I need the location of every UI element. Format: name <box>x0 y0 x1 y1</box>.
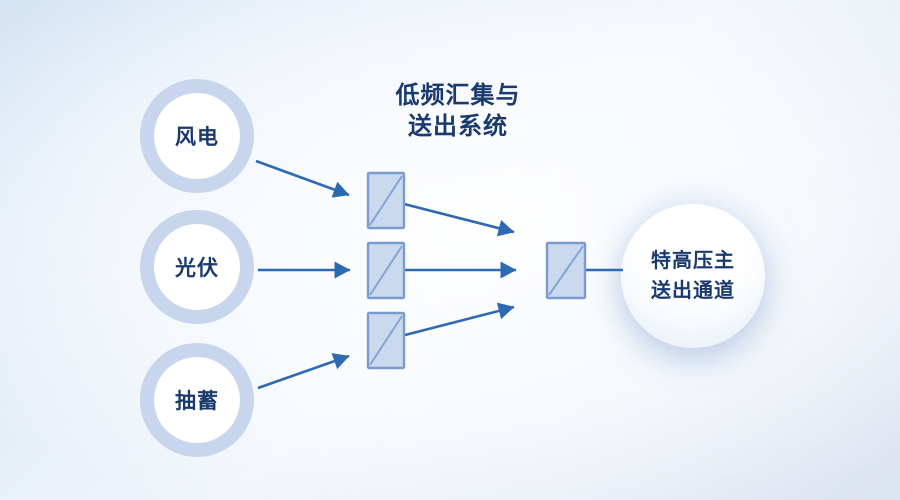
source-node-pumped-storage: 抽蓄 <box>140 343 254 457</box>
diagram-title: 低频汇集与 送出系统 <box>395 82 521 140</box>
hub-node-label: 特高压主 送出通道 <box>651 250 735 302</box>
arrow-converter-3-to-collector <box>404 302 515 337</box>
hub-node-uhv-channel: 特高压主 送出通道 <box>621 204 765 348</box>
arrow-pumped-to-converter-3 <box>257 353 350 390</box>
converter-box-icon-1 <box>366 171 406 230</box>
arrow-converter-1-to-collector <box>403 202 515 237</box>
source-node-pumped-storage-label: 抽蓄 <box>175 390 219 413</box>
converter-box-icon-collector <box>545 241 587 300</box>
arrow-wind-to-converter-1 <box>255 159 350 198</box>
source-node-wind: 风电 <box>140 79 254 193</box>
converter-box-icon-3 <box>366 311 406 370</box>
source-node-solar-label: 光伏 <box>175 257 219 280</box>
converter-box-icon-2 <box>366 241 406 300</box>
source-node-solar: 光伏 <box>140 210 254 324</box>
source-node-wind-label: 风电 <box>175 126 219 149</box>
